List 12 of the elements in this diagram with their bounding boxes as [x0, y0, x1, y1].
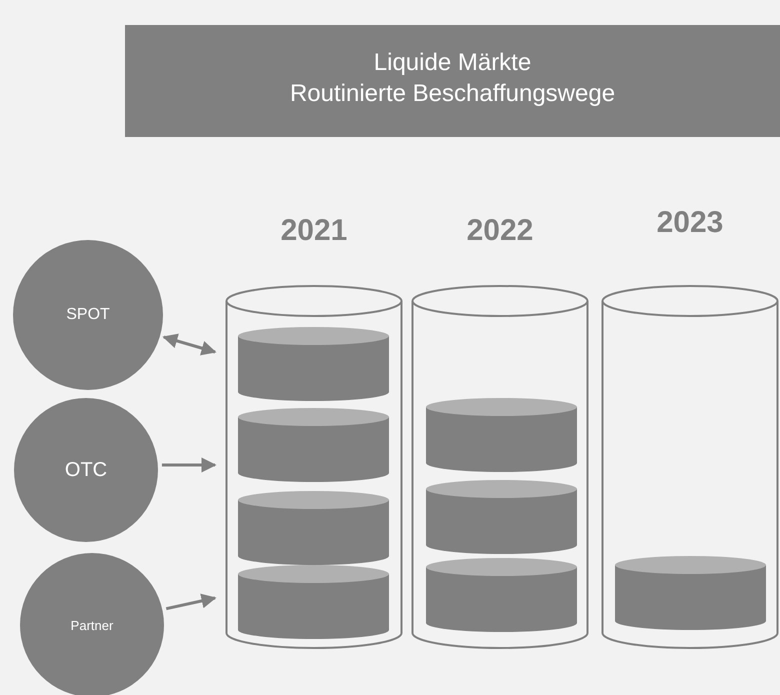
source-label: OTC: [64, 458, 108, 482]
arrow: [162, 334, 216, 356]
title-banner: [125, 25, 780, 137]
year-label: 2023: [656, 206, 724, 240]
banner-text: Routinierte Beschaffungswege: [290, 79, 616, 109]
source-label: Partner: [70, 618, 114, 632]
banner-text: Liquide Märkte: [374, 48, 532, 78]
arrow: [166, 594, 216, 610]
year-label: 2021: [280, 214, 348, 248]
arrow: [162, 458, 216, 472]
source-label: SPOT: [66, 306, 110, 324]
year-label: 2022: [466, 214, 534, 248]
